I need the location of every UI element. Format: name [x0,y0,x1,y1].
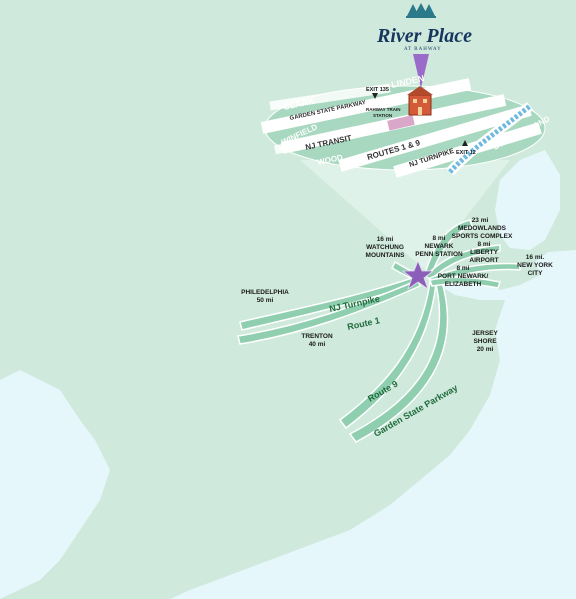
tree-icon [406,3,436,18]
jersey-shore-distance: 20 mi [477,346,494,353]
philadelphia-distance: 50 mi [257,297,274,304]
bay-water [0,370,110,599]
port-newark-distance: 8 mi [456,265,469,272]
route-1-road [237,278,421,345]
newark-penn-name-2: PENN STATION [415,251,463,258]
road-north-1 [424,219,473,277]
liberty-name-1: LIBERTY [470,249,498,256]
trenton-name: TRENTON [301,333,333,340]
new-york-distance: 16 mi. [526,254,545,261]
trenton-distance: 40 mi [309,341,326,348]
meadowlands-name-2: SPORTS COMPLEX [452,233,513,240]
meadowlands-distance: 23 mi [472,217,489,224]
new-york-name-2: CITY [528,270,543,277]
liberty-distance: 8 mi [477,241,490,248]
station-label-1: RAHWAY TRAIN [366,107,401,112]
inset-map: CLARK LINDEN WINFIELD WOOD STATEN ISLAND… [260,54,552,178]
exit-12-label: EXIT 12 [456,150,476,156]
watchung-name-2: MOUNTAINS [366,252,406,259]
brand-name: River Place [376,25,472,47]
location-pointer [413,54,429,88]
inset-street-clark [269,83,391,111]
highways [237,219,521,443]
upper-bay-water [495,150,560,250]
exit-12-arrow [462,140,468,146]
exit-135-arrow [372,93,378,99]
brand-logo: River Place AT RAHWAY [376,3,472,52]
jersey-shore-name-2: SHORE [473,338,497,345]
road-east-2 [429,276,501,289]
meadowlands-name-1: MEDOWLANDS [458,225,507,232]
road-north-2 [424,244,501,282]
building-icon [407,86,433,116]
watchung-name-1: WATCHUNG [366,244,404,251]
newark-penn-distance: 8 mi [432,235,445,242]
destination-labels: 23 mi MEDOWLANDS SPORTS COMPLEX 16 mi WA… [241,217,553,353]
ocean-water [170,250,576,599]
inset-road-gsp [260,78,472,134]
train-station-highlight [387,114,415,131]
exit-135-label: EXIT 135 [366,87,389,93]
jersey-shore-name-1: JERSEY [472,330,498,337]
station-label-2: STATION [373,113,392,118]
inset-street-winfield [274,135,321,155]
new-york-name-1: NEW YORK [517,262,553,269]
river-water [448,104,532,174]
brand-tagline: AT RAHWAY [404,47,442,52]
liberty-name-2: AIRPORT [469,257,498,264]
inset-road-routes [338,104,532,172]
newark-penn-name-1: NEWARK [425,243,454,250]
philadelphia-name: PHILEDELPHIA [241,289,289,296]
projection-cone [300,160,510,270]
rahway-star-icon [401,259,435,291]
port-newark-name-2: ELIZABETH [445,281,482,288]
port-newark-name-1: PORT NEWARK/ [438,273,489,280]
watchung-distance: 16 mi [377,236,394,243]
